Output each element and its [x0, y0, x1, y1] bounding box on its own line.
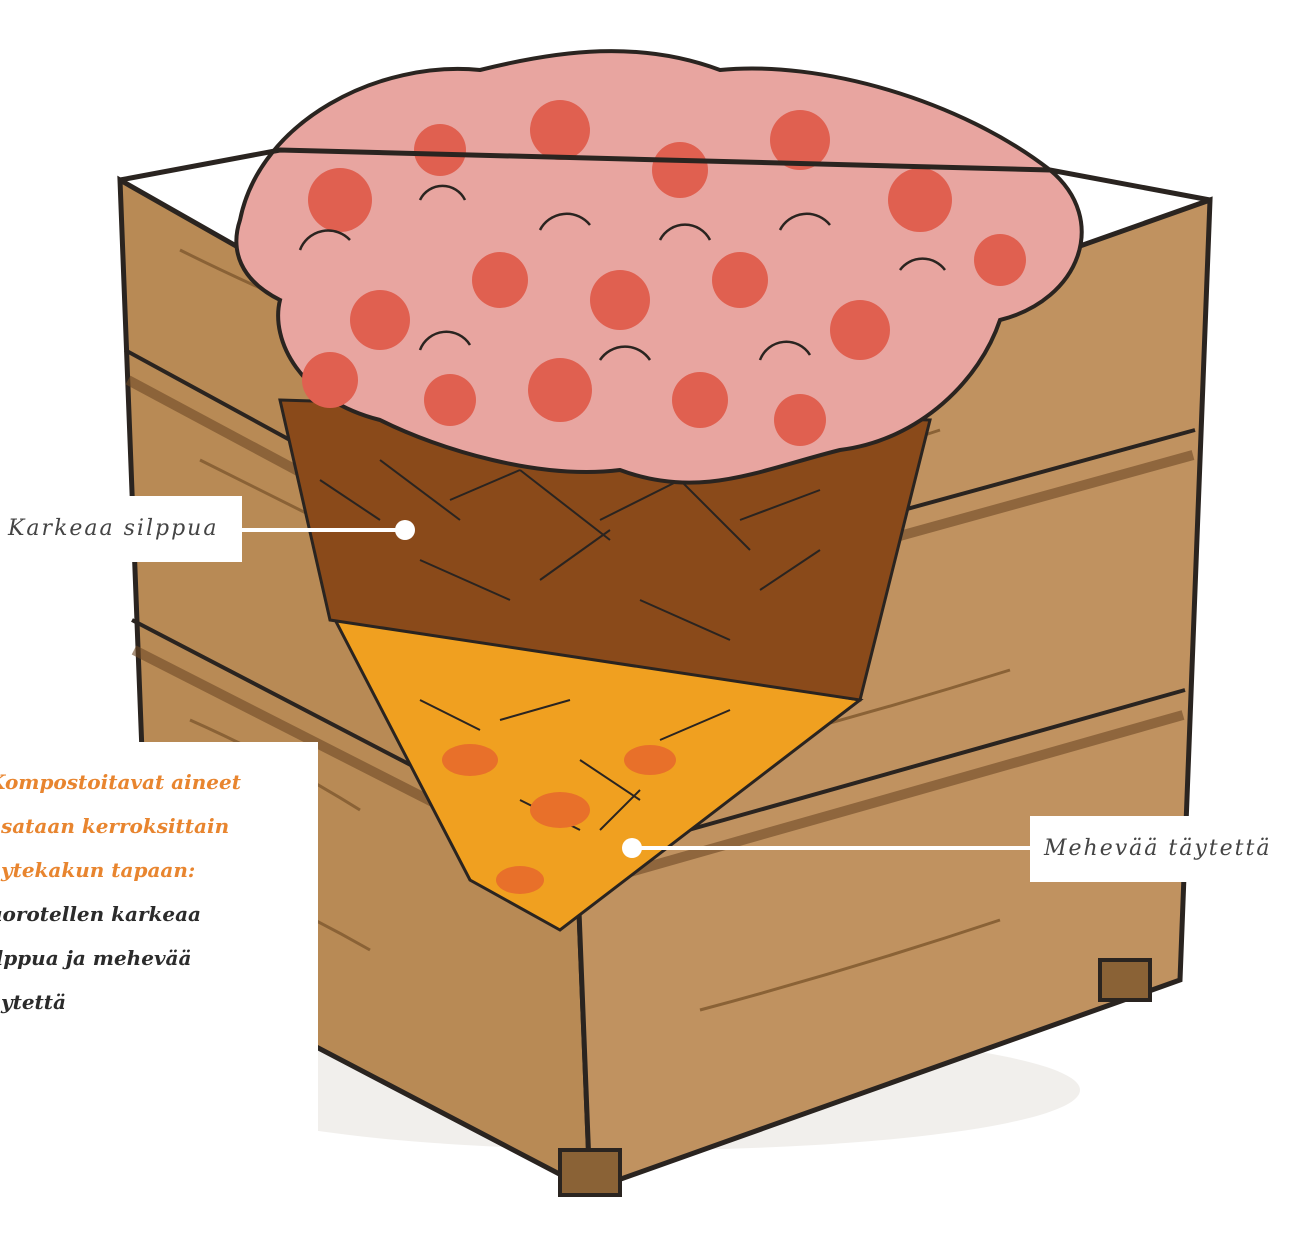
- caption-body-line: ilppua ja mehevää: [0, 936, 318, 980]
- label-coarse-shred: Karkeaa silppua: [0, 496, 242, 562]
- label-coarse-text: Karkeaa silppua: [8, 516, 218, 541]
- caption-highlight-line: Kompostoitavat aineet: [0, 760, 318, 804]
- label-juicy-text: Mehevää täytettä: [1044, 836, 1271, 861]
- caption-box: Kompostoitavat aineet asataan kerroksitt…: [0, 742, 318, 1240]
- foot-right: [1100, 960, 1150, 1000]
- caption-highlight-line: asataan kerroksittain: [0, 804, 318, 848]
- label-juicy-filling: Mehevää täytettä: [1030, 816, 1290, 882]
- caption-body-line: uorotellen karkeaa: [0, 892, 318, 936]
- callout-dot-juicy: [622, 838, 642, 858]
- caption-highlight-line: äytekakun tapaan:: [0, 848, 318, 892]
- foot-front: [560, 1150, 620, 1195]
- callout-dot-coarse: [395, 520, 415, 540]
- caption-body-line: äytettä: [0, 980, 318, 1024]
